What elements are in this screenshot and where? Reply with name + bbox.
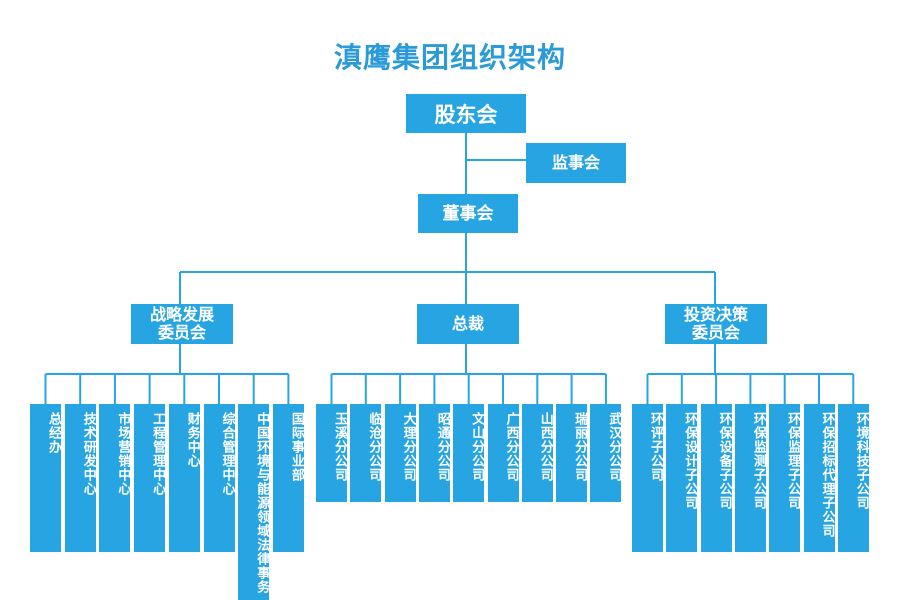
org-unit-branches-0: 玉溪分公司 <box>316 404 347 502</box>
org-unit-branches-8: 武汉分公司 <box>590 404 622 502</box>
org-unit-strategy_units-4: 财务中心 <box>168 404 200 552</box>
node-board: 董事会 <box>418 194 518 233</box>
org-unit-strategy_units-5: 综合管理中心 <box>203 404 235 552</box>
org-unit-strategy_units-3: 工程管理中心 <box>134 404 166 552</box>
org-unit-subsidiaries-4: 环保监理子公司 <box>769 404 801 552</box>
org-unit-branches-5: 广西分公司 <box>487 404 519 502</box>
org-unit-branches-2: 大理分公司 <box>384 404 416 502</box>
org-unit-subsidiaries-5: 环保招标代理子公司 <box>803 404 835 552</box>
org-unit-strategy_units-6: 中国环境与能源领域法律事务 <box>238 404 270 600</box>
node-president: 总裁 <box>417 304 519 344</box>
org-unit-subsidiaries-0: 环评子公司 <box>632 404 663 552</box>
org-unit-strategy_units-2: 市场营销中心 <box>99 404 131 552</box>
org-unit-subsidiaries-6: 环境科技子公司 <box>837 404 869 552</box>
node-shareholders: 股东会 <box>406 94 526 133</box>
org-unit-strategy_units-1: 技术研发中心 <box>64 404 96 552</box>
node-supervisors: 监事会 <box>526 143 626 183</box>
org-unit-subsidiaries-1: 环保设计子公司 <box>666 404 698 552</box>
org-unit-strategy_units-0: 总经办 <box>30 404 61 552</box>
org-unit-subsidiaries-2: 环保设备子公司 <box>700 404 732 552</box>
node-strategy-committee: 战略发展 委员会 <box>131 304 233 344</box>
node-investment-committee: 投资决策 委员会 <box>665 304 767 344</box>
chart-title: 滇鹰集团组织架构 <box>333 41 566 74</box>
org-unit-subsidiaries-3: 环保监测子公司 <box>734 404 766 552</box>
org-unit-branches-3: 昭通分公司 <box>418 404 450 502</box>
org-unit-branches-7: 瑞丽分公司 <box>556 404 588 502</box>
org-unit-branches-1: 临沧分公司 <box>350 404 382 502</box>
org-unit-strategy_units-7: 国际事业部 <box>272 404 304 552</box>
org-unit-branches-4: 文山分公司 <box>453 404 485 502</box>
org-unit-branches-6: 山西分公司 <box>521 404 553 502</box>
